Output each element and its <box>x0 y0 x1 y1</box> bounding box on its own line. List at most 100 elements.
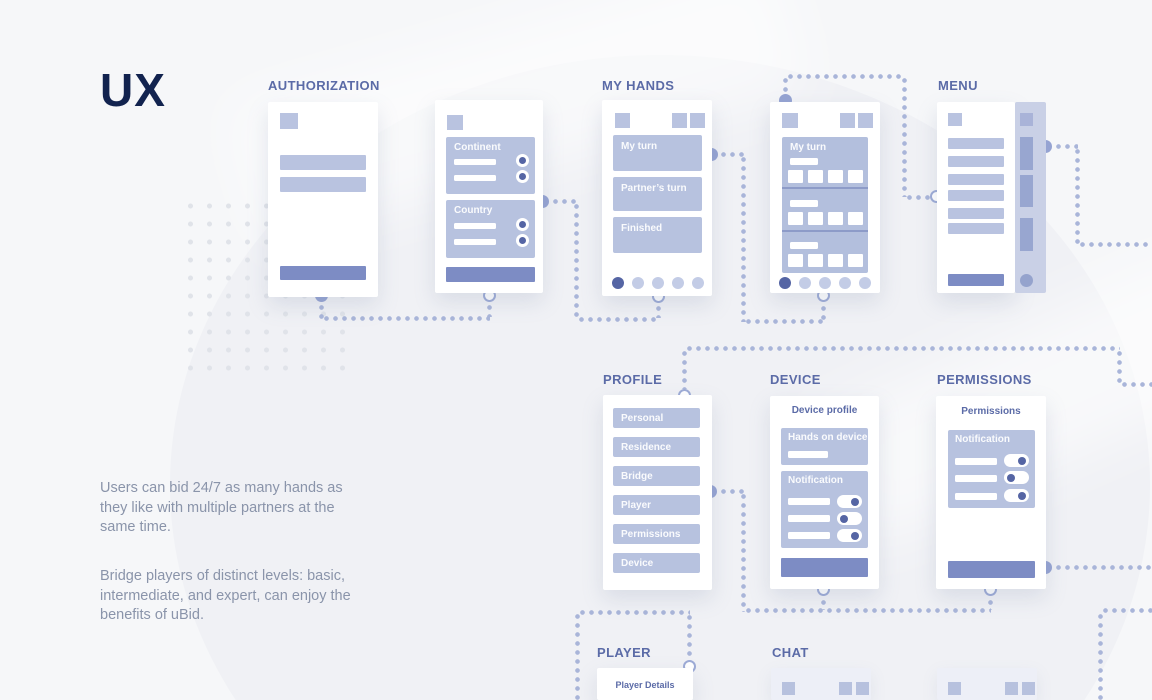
card-placeholder <box>808 212 823 225</box>
item-label: Player <box>621 500 652 511</box>
setting-bar <box>955 475 997 482</box>
action-icon-placeholder <box>1022 682 1035 695</box>
toggle-knob <box>1018 491 1026 500</box>
dotted-line <box>551 199 577 204</box>
screen-my-hands-board: My turn <box>770 102 880 293</box>
toggle-on-icon <box>837 495 862 508</box>
toggle-knob <box>851 531 859 540</box>
radio-icon <box>516 234 529 247</box>
continent-group: Continent <box>446 137 535 194</box>
hands-tab-my-turn: My turn <box>613 135 702 171</box>
dotted-line <box>1101 608 1152 613</box>
card-placeholder <box>788 212 803 225</box>
hands-board-panel: My turn <box>782 137 868 273</box>
primary-button-placeholder <box>948 274 1004 286</box>
row-label-bar <box>790 158 818 165</box>
dotted-line <box>1054 565 1152 570</box>
dotted-line <box>487 303 492 317</box>
dotted-line <box>1054 144 1078 149</box>
dotted-line <box>988 598 993 610</box>
menu-item-bar <box>948 223 1004 234</box>
action-icon-placeholder <box>1005 682 1018 695</box>
card-placeholder <box>788 170 803 183</box>
action-icon-placeholder <box>690 113 705 128</box>
action-icon-placeholder <box>858 113 873 128</box>
tab-label: My turn <box>621 141 658 152</box>
profile-item-permissions: Permissions <box>613 524 700 544</box>
input-placeholder <box>280 177 366 192</box>
radio-dot <box>519 173 526 180</box>
dotted-line <box>1117 349 1122 385</box>
screen-my-hands-list: My turn Partner’s turn Finished <box>602 100 712 296</box>
row-label-bar <box>790 200 818 207</box>
drawer-avatar-circle <box>1020 274 1033 287</box>
input-placeholder <box>280 155 366 170</box>
pagination-dot-active <box>612 277 624 289</box>
section-label-my-hands: MY HANDS <box>602 78 675 93</box>
screen-title: Permissions <box>961 406 1021 417</box>
section-label-profile: PROFILE <box>603 372 663 387</box>
dotted-line <box>719 152 744 157</box>
toggle-on-icon <box>1004 489 1029 502</box>
dotted-line <box>719 489 744 494</box>
screen-card-extra <box>937 668 1037 700</box>
dotted-line <box>656 304 661 318</box>
dotted-line <box>578 610 690 615</box>
dotted-line <box>821 598 826 610</box>
item-label: Permissions <box>621 529 681 540</box>
tab-label: Finished <box>621 223 663 234</box>
dotted-line <box>687 613 692 660</box>
toggle-on-icon <box>837 529 862 542</box>
profile-item-personal: Personal <box>613 408 700 428</box>
toggle-on-icon <box>1004 454 1029 467</box>
radio-icon <box>516 218 529 231</box>
notification-group: Notification <box>948 430 1035 508</box>
item-label: Device <box>621 558 654 569</box>
dotted-line <box>1120 382 1152 387</box>
divider <box>782 230 868 232</box>
drawer-icon-placeholder <box>1020 113 1033 126</box>
board-header: My turn <box>790 142 827 153</box>
notification-group: Notification <box>781 471 868 548</box>
item-label: Residence <box>621 442 672 453</box>
hands-tab-finished: Finished <box>613 217 702 253</box>
group-label: Country <box>454 205 493 216</box>
intro-paragraph-1: Users can bid 24/7 as many hands as they… <box>100 480 343 535</box>
item-label: Bridge <box>621 471 653 482</box>
country-group: Country <box>446 200 535 258</box>
screen-authorization-login <box>268 102 378 297</box>
pagination-dot <box>692 277 704 289</box>
toggle-knob <box>840 514 848 523</box>
dotted-line <box>821 304 826 320</box>
screen-title: Player Details <box>615 680 675 690</box>
drawer-block <box>1020 137 1033 170</box>
pagination-dot <box>839 277 851 289</box>
page-title: UX <box>100 64 166 116</box>
section-label-permissions: PERMISSIONS <box>937 372 1032 387</box>
card-placeholder <box>848 212 863 225</box>
pagination-dot <box>652 277 664 289</box>
action-icon-placeholder <box>856 682 869 695</box>
primary-button-placeholder <box>280 266 366 280</box>
item-label: Personal <box>621 413 664 424</box>
setting-bar <box>788 532 830 539</box>
dotted-line <box>786 74 905 79</box>
menu-icon-placeholder <box>782 113 798 128</box>
section-label-authorization: AUTHORIZATION <box>268 78 380 93</box>
dotted-line <box>905 195 930 200</box>
group-label: Notification <box>955 434 1010 445</box>
menu-icon-placeholder <box>615 113 630 128</box>
toggle-off-icon <box>837 512 862 525</box>
radio-icon <box>516 170 529 183</box>
dotted-line <box>744 319 824 324</box>
pagination-dot <box>672 277 684 289</box>
pagination-dot <box>819 277 831 289</box>
toggle-off-icon <box>1004 471 1029 484</box>
setting-bar <box>955 493 997 500</box>
group-label: Hands on device <box>788 432 868 443</box>
option-bar <box>454 159 496 165</box>
primary-button-placeholder <box>948 561 1035 578</box>
logo-placeholder <box>280 113 298 129</box>
card-placeholder <box>848 170 863 183</box>
